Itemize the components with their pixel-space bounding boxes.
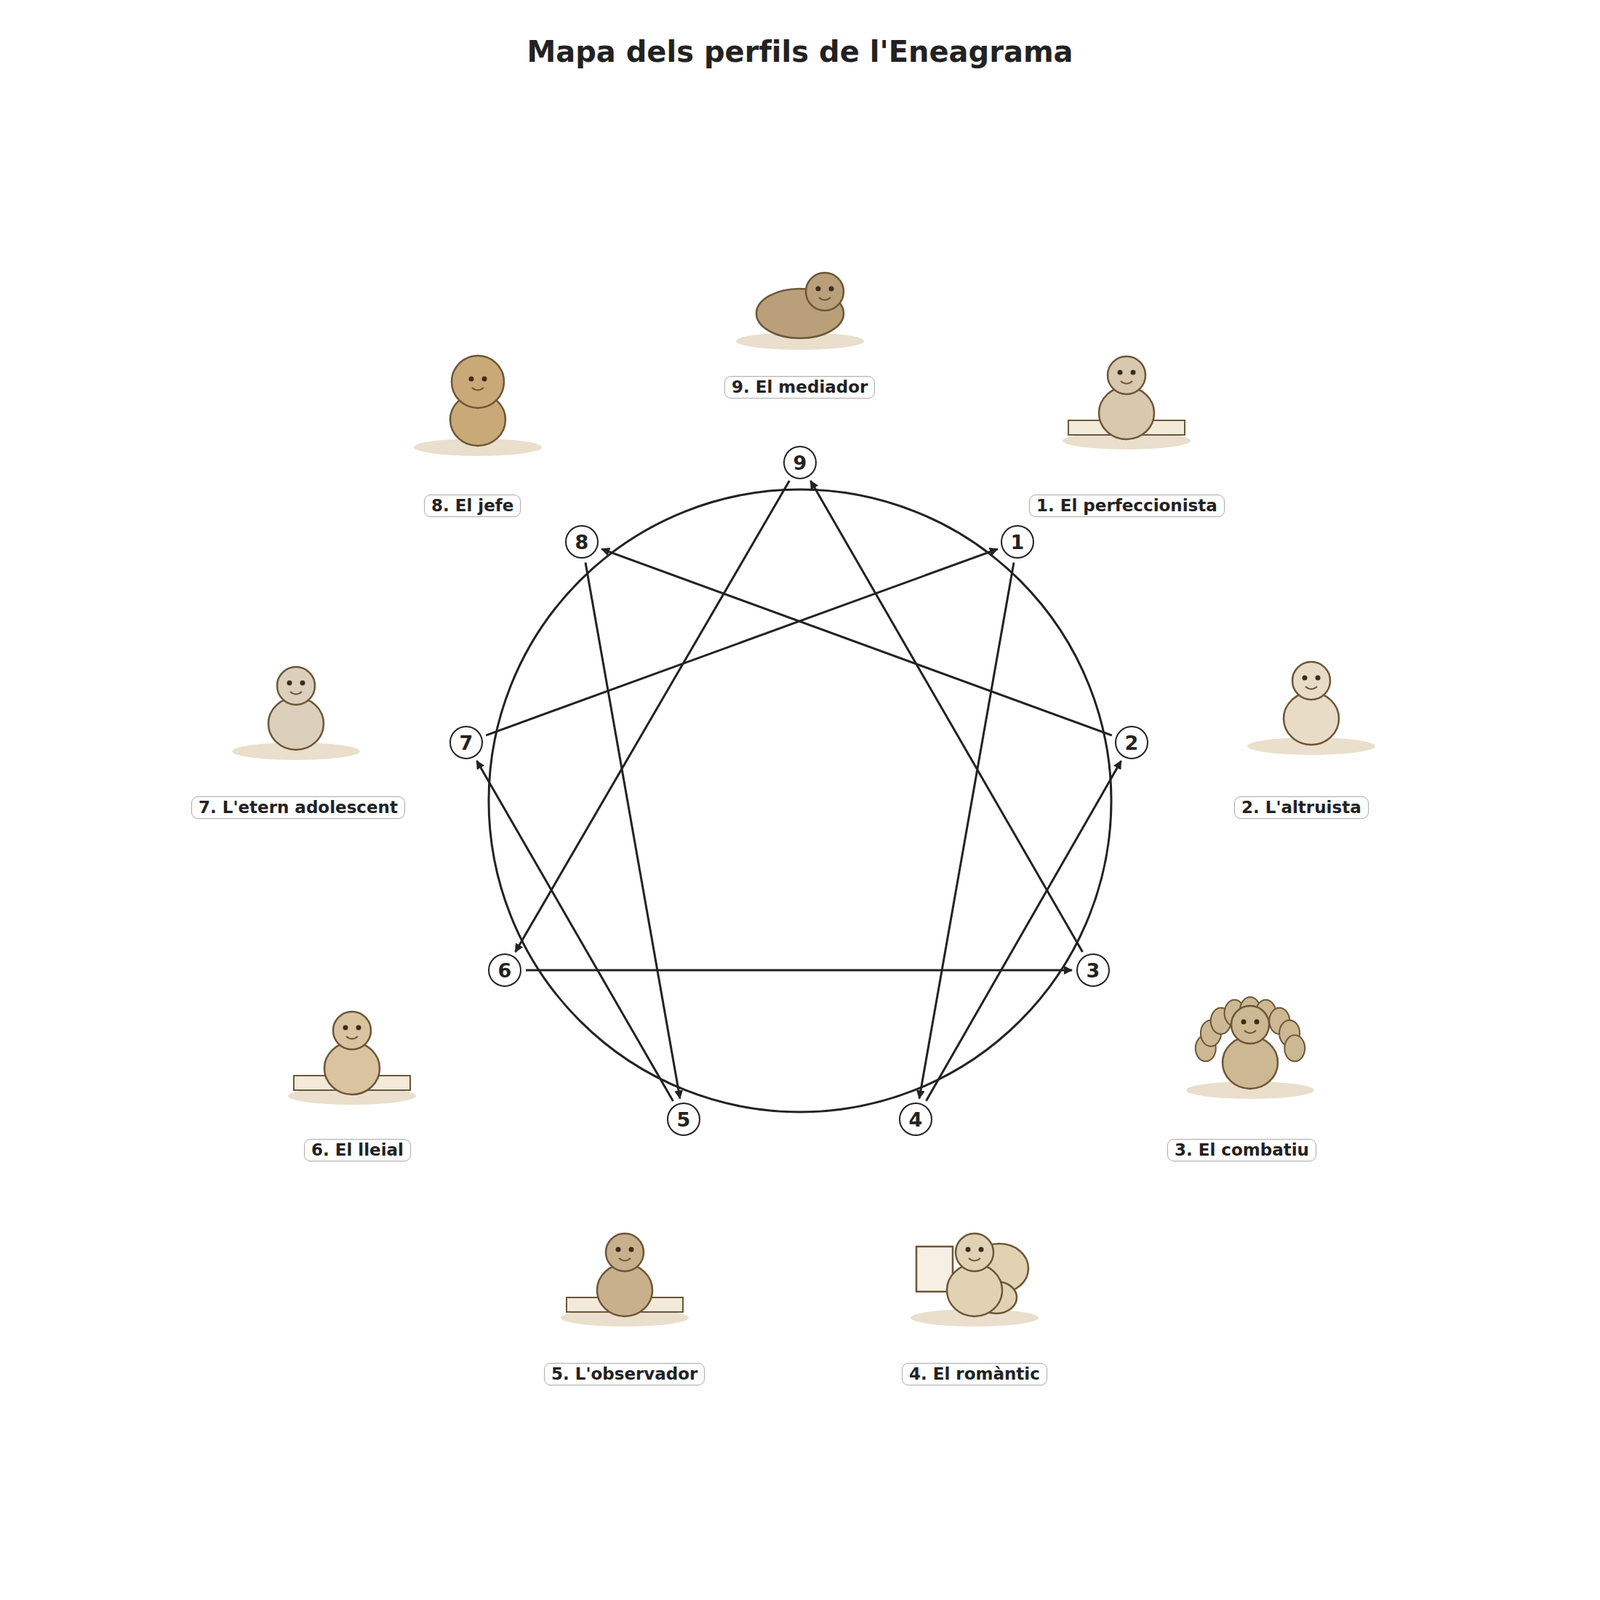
type-number: 1 bbox=[1010, 532, 1025, 552]
arrow-connector bbox=[525, 969, 1072, 972]
profile-name: 9. El mediador bbox=[731, 377, 868, 397]
profile-label: 9. El mediador bbox=[724, 376, 875, 399]
number-circle: 6 bbox=[488, 953, 522, 987]
animal-illustration bbox=[1062, 356, 1191, 450]
type-number: 3 bbox=[1086, 960, 1101, 981]
profile-label: 1. El perfeccionista bbox=[1029, 494, 1225, 518]
number-circle: 2 bbox=[1114, 725, 1149, 760]
animal-illustration bbox=[1186, 997, 1315, 1099]
number-circle: 7 bbox=[449, 725, 483, 760]
profile-name: 5. L'observador bbox=[551, 1364, 698, 1384]
type-number: 5 bbox=[677, 1109, 691, 1130]
number-circle: 8 bbox=[565, 525, 599, 559]
profile-name: 7. L'etern adolescent bbox=[198, 797, 398, 817]
number-circle: 5 bbox=[666, 1102, 701, 1136]
profile-name: 8. El jefe bbox=[431, 496, 514, 515]
animal-illustration bbox=[288, 1011, 416, 1105]
type-number: 6 bbox=[498, 960, 512, 981]
arrow-connector bbox=[477, 760, 674, 1102]
type-number: 7 bbox=[459, 733, 474, 753]
arrow-connector bbox=[601, 549, 1112, 736]
profile-name: 3. El combatiu bbox=[1174, 1140, 1310, 1160]
arrow-connector bbox=[585, 562, 680, 1099]
type-number: 8 bbox=[575, 532, 590, 552]
type-number: 9 bbox=[793, 453, 808, 473]
type-number: 2 bbox=[1125, 733, 1139, 753]
animal-illustration bbox=[1247, 661, 1376, 755]
number-circle: 3 bbox=[1076, 953, 1110, 987]
profile-label: 2. L'altruista bbox=[1234, 796, 1369, 819]
number-circle: 1 bbox=[1000, 525, 1035, 559]
arrow-connector bbox=[919, 562, 1014, 1099]
profile-label: 4. El romàntic bbox=[901, 1362, 1048, 1386]
number-circle: 4 bbox=[898, 1102, 933, 1136]
enneagram-circle bbox=[488, 489, 1112, 1112]
profile-name: 6. El lleial bbox=[311, 1140, 404, 1160]
profile-label: 5. L'observador bbox=[544, 1362, 705, 1386]
animal-illustration bbox=[736, 272, 864, 350]
profile-name: 2. L'altruista bbox=[1241, 797, 1362, 817]
profile-label: 8. El jefe bbox=[424, 494, 521, 518]
profile-name: 4. El romàntic bbox=[909, 1364, 1040, 1384]
arrow-connector bbox=[515, 480, 790, 952]
arrow-connector bbox=[925, 760, 1121, 1102]
profile-label: 6. El lleial bbox=[304, 1138, 411, 1162]
type-number: 4 bbox=[909, 1109, 923, 1130]
profile-name: 1. El perfeccionista bbox=[1036, 496, 1218, 515]
arrow-connector bbox=[810, 480, 1083, 952]
animal-illustration bbox=[413, 355, 542, 456]
arrow-connector bbox=[485, 549, 998, 736]
number-circle: 9 bbox=[783, 445, 817, 480]
animal-illustration bbox=[560, 1233, 689, 1327]
animal-illustration bbox=[232, 666, 360, 760]
profile-label: 3. El combatiu bbox=[1167, 1138, 1317, 1162]
profile-label: 7. L'etern adolescent bbox=[191, 796, 406, 819]
animal-illustration bbox=[910, 1233, 1039, 1327]
diagram-title: Mapa dels perfils de l'Eneagrama bbox=[0, 34, 1600, 69]
